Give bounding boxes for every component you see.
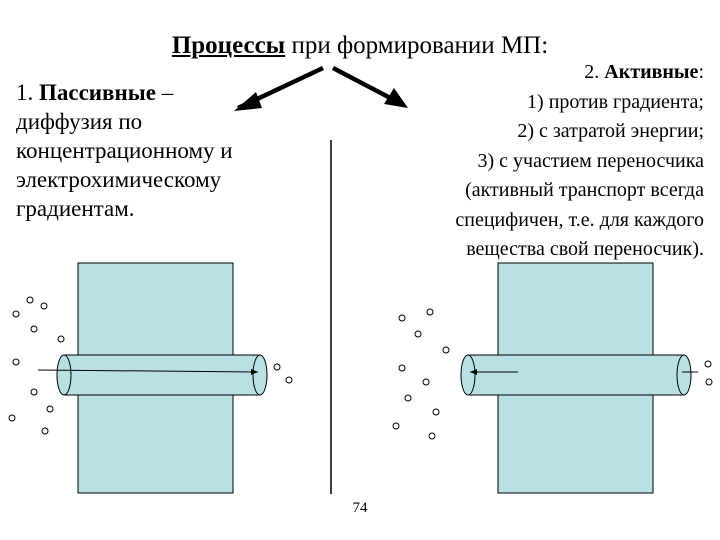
particle bbox=[705, 378, 713, 386]
particle bbox=[442, 346, 450, 354]
particle bbox=[12, 310, 20, 318]
passive-membrane-diagram bbox=[8, 262, 293, 494]
passive-particles bbox=[8, 296, 293, 435]
particle bbox=[285, 376, 293, 384]
active-heading: Активные bbox=[604, 61, 699, 83]
active-heading-line: 2. Активные: bbox=[374, 58, 704, 88]
particle bbox=[426, 308, 434, 316]
particle bbox=[30, 388, 38, 396]
particle bbox=[398, 364, 406, 372]
passive-flow-arrow bbox=[37, 368, 259, 375]
passive-number: 1. bbox=[16, 80, 39, 105]
page-number: 74 bbox=[352, 500, 368, 516]
channel-left-body bbox=[64, 354, 261, 396]
particle bbox=[46, 405, 54, 413]
channel-left-start bbox=[56, 354, 72, 396]
channel-right-body bbox=[468, 354, 685, 396]
particle bbox=[422, 378, 430, 386]
particle bbox=[26, 296, 34, 304]
passive-line: градиентам. bbox=[16, 196, 135, 221]
arrow-to-passive-head bbox=[234, 92, 262, 111]
title-rest: при формировании МП: bbox=[285, 32, 549, 59]
particle bbox=[404, 394, 412, 402]
particle bbox=[414, 330, 422, 338]
active-line: 1) против градиента; bbox=[527, 90, 704, 113]
particle bbox=[704, 360, 712, 368]
particle bbox=[398, 314, 406, 322]
channel-left-end bbox=[252, 354, 268, 396]
active-line: специфичен, т.е. для каждого bbox=[455, 208, 704, 231]
active-line: 2) с затратой энергии; bbox=[517, 120, 704, 142]
particle bbox=[8, 414, 16, 422]
particle bbox=[428, 432, 436, 440]
passive-line: концентрационному и bbox=[16, 138, 233, 163]
passive-processes-text: 1. Пассивные – диффузия по концентрацион… bbox=[16, 78, 306, 223]
channel-right-start bbox=[460, 354, 476, 396]
particle bbox=[12, 358, 20, 366]
active-number: 2. bbox=[584, 61, 605, 83]
slide-title: Процессы при формировании МП: bbox=[0, 31, 720, 61]
active-line: (активный транспорт всегда bbox=[465, 179, 704, 201]
particle bbox=[57, 335, 65, 343]
active-processes-text: 2. Активные: 1) против градиента; 2) с з… bbox=[374, 58, 704, 265]
active-line: 3) с участием переносчика bbox=[477, 149, 704, 172]
arrow-to-active-head bbox=[384, 88, 408, 108]
title-bold-word: Процессы bbox=[171, 32, 286, 59]
active-line: вещества свой переносчик). bbox=[466, 238, 704, 260]
particle bbox=[30, 325, 38, 333]
particle bbox=[392, 422, 400, 430]
active-membrane-diagram bbox=[392, 262, 713, 494]
passive-line: диффузия по bbox=[16, 109, 143, 134]
passive-heading: Пассивные bbox=[39, 80, 156, 105]
active-particles bbox=[392, 308, 713, 440]
passive-line: электрохимическому bbox=[16, 167, 222, 192]
particle bbox=[432, 408, 440, 416]
branch-arrows bbox=[234, 65, 408, 111]
arrow-to-active bbox=[331, 66, 400, 104]
active-colon: : bbox=[698, 61, 704, 83]
particle bbox=[40, 302, 48, 310]
particle bbox=[41, 427, 49, 435]
particle bbox=[273, 363, 281, 371]
passive-line: – bbox=[155, 80, 174, 105]
passive-heading-line: 1. Пассивные – bbox=[16, 78, 306, 107]
channel-right-end bbox=[676, 354, 692, 396]
